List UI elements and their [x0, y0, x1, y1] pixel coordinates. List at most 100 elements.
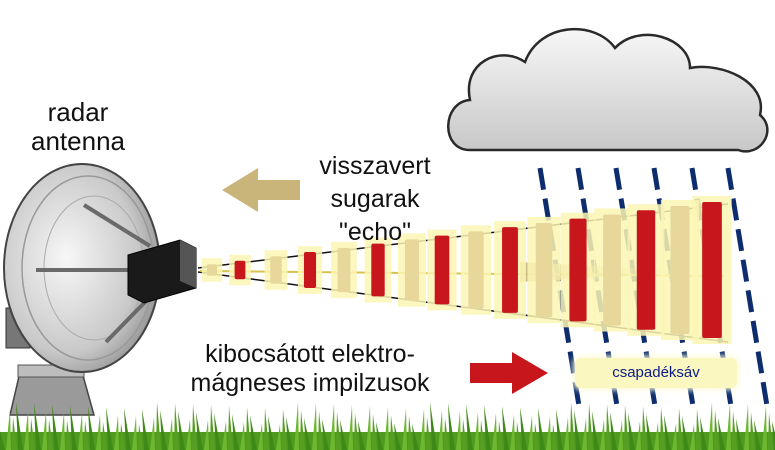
grass-blade — [42, 411, 47, 450]
grass-blade — [60, 412, 65, 450]
emitted-label-line: kibocsátott elektro- — [205, 340, 415, 368]
grass-blade — [66, 420, 71, 450]
grass-blade — [466, 404, 473, 450]
echo-pulse — [404, 239, 420, 301]
grass-blade — [744, 404, 749, 450]
grass-blade — [726, 403, 731, 450]
grass-blade — [214, 413, 221, 450]
emitted-pulse — [702, 201, 722, 339]
grass-blade — [250, 415, 257, 450]
grass-blade — [534, 423, 539, 450]
grass-blade — [264, 408, 269, 450]
grass-blade — [268, 416, 275, 450]
grass-blade — [564, 417, 569, 450]
grass-blade — [660, 407, 665, 450]
precipitation-band-label: csapadéksáv — [575, 358, 737, 388]
grass-blade — [438, 410, 443, 450]
grass-blade — [642, 406, 647, 450]
grass-blade — [474, 412, 479, 450]
grass-blade — [448, 403, 455, 450]
grass-blade — [322, 419, 329, 450]
grass-blade — [318, 411, 323, 450]
emitted-pulses-label: kibocsátott elektro- mágneses impilzusok — [165, 340, 455, 398]
grass-blade — [718, 418, 725, 450]
grass-blade — [330, 404, 335, 450]
grass-blade — [772, 421, 775, 450]
grass-blade — [696, 409, 701, 450]
grass-blade — [516, 422, 521, 450]
grass-blade — [480, 420, 485, 450]
grass-blade — [276, 424, 281, 450]
grass-blade — [628, 413, 635, 450]
grass-blade — [606, 404, 611, 450]
grass-blade — [636, 421, 641, 450]
grass-blade — [282, 409, 287, 450]
grass-blade — [354, 413, 359, 450]
grass-blade — [426, 417, 431, 450]
grass-blade — [412, 424, 419, 450]
grass-blade — [700, 417, 707, 450]
grass-blade — [88, 406, 95, 450]
grass-blade — [156, 402, 161, 450]
grass-blade — [70, 405, 77, 450]
emitted-pulse — [303, 252, 317, 288]
grass-blade — [132, 416, 137, 450]
grass-blade — [592, 411, 599, 450]
emitted-pulse — [234, 260, 246, 280]
grass — [0, 402, 775, 450]
grass-blade — [294, 402, 299, 450]
grass-blade — [520, 407, 527, 450]
echo-label: visszavert sugarak "echo" — [290, 150, 460, 249]
grass-blade — [12, 417, 17, 450]
grass-blade — [138, 424, 143, 450]
grass-blade — [624, 405, 629, 450]
rain-streak — [537, 167, 583, 413]
grass-blade — [196, 412, 203, 450]
echo-label-line: visszavert — [319, 152, 431, 180]
grass-blade — [336, 412, 341, 450]
grass-blade — [30, 418, 35, 450]
grass-blade — [444, 418, 449, 450]
antenna-label-line: antenna — [31, 126, 125, 156]
grass-blade — [210, 405, 215, 450]
emitted-pulse — [371, 243, 385, 297]
echo-pulse — [337, 247, 351, 293]
emitted-pulse — [569, 218, 587, 322]
grass-blade — [430, 402, 437, 450]
grass-blade — [366, 406, 371, 450]
grass-blade — [6, 409, 11, 450]
grass-blade — [492, 413, 497, 450]
grass-blade — [708, 402, 713, 450]
antenna-label-line: radar — [47, 97, 109, 127]
grass-blade — [528, 415, 533, 450]
echo-pulse — [670, 205, 690, 335]
grass-blade — [106, 407, 113, 450]
pulse-train — [201, 195, 732, 345]
grass-blade — [754, 420, 761, 450]
echo-pulse — [603, 214, 621, 326]
grass-blade — [240, 422, 245, 450]
grass-blade — [502, 406, 509, 450]
grass-blade — [618, 420, 623, 450]
grass-blade — [498, 421, 503, 450]
grass-blade — [160, 410, 167, 450]
emit-arrow — [470, 352, 548, 394]
grass-blade — [714, 410, 719, 450]
antenna-label: radar antenna — [14, 98, 142, 156]
grass-blade — [312, 403, 317, 450]
grass-blade — [348, 405, 353, 450]
echo-pulse — [206, 264, 218, 276]
grass-blade — [732, 411, 737, 450]
grass-blade — [52, 404, 59, 450]
grass-blade — [124, 408, 131, 450]
grass-blade — [552, 424, 557, 450]
grass-blade — [304, 418, 311, 450]
grass-blade — [34, 403, 41, 450]
grass-blade — [114, 415, 119, 450]
emitted-label-line: mágneses impilzusok — [190, 369, 430, 397]
grass-blade — [78, 413, 83, 450]
grass-blade — [228, 406, 233, 450]
grass-blade — [690, 424, 695, 450]
emitted-pulse — [434, 235, 450, 305]
